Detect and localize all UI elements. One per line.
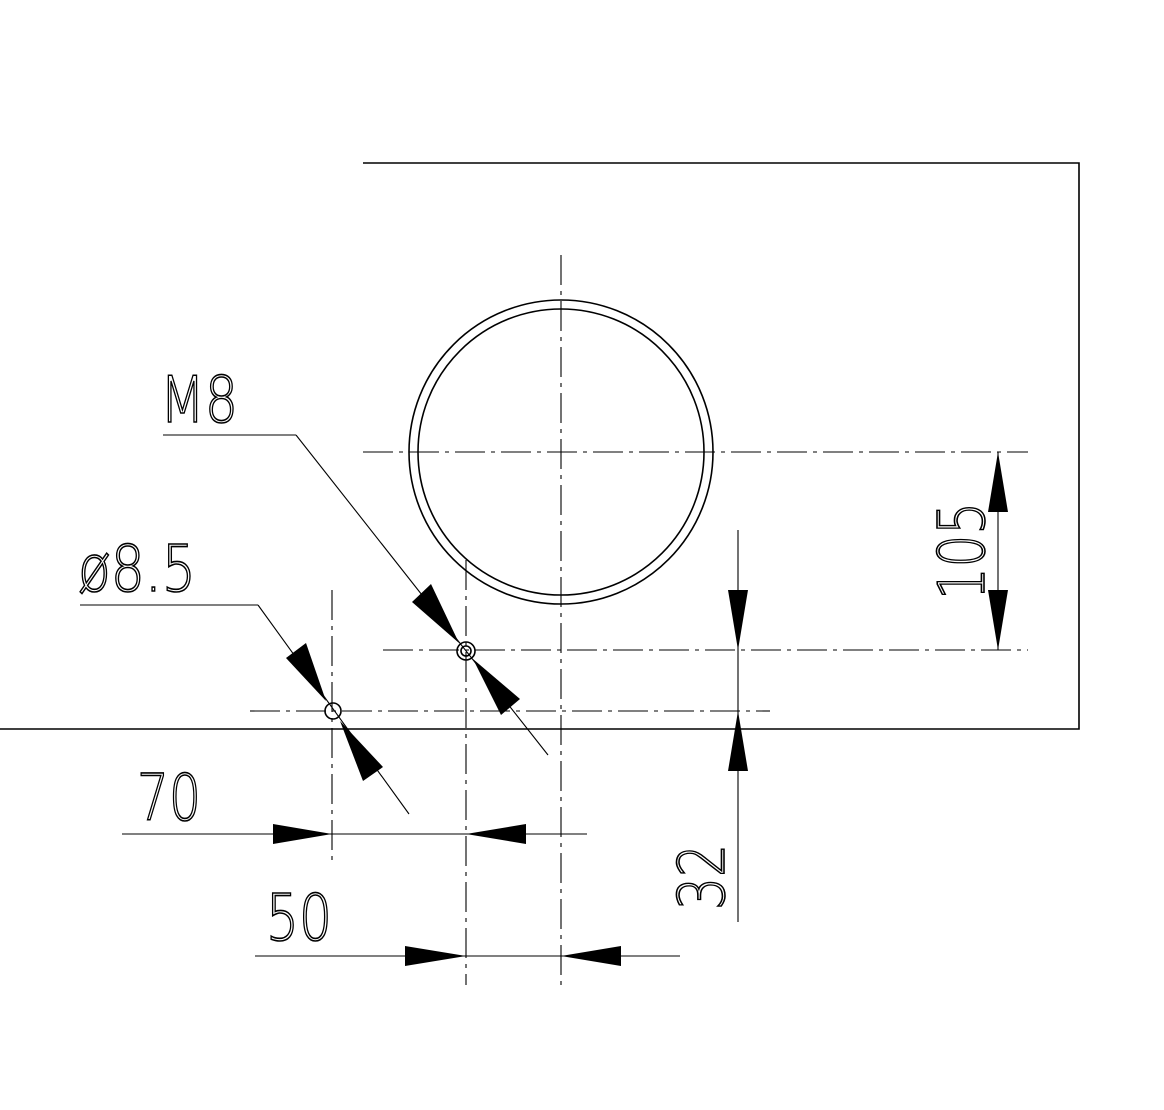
label-105: 105 [926,502,1000,600]
center-lines [250,255,1028,985]
dia-8-5-hole [324,702,342,720]
label-dia-8-5: ø8.5 [78,533,196,607]
label-70: 70 [137,762,201,836]
label-m8: M8 [160,364,238,438]
plate-outline [0,162,1080,730]
label-32: 32 [666,844,740,910]
dia-8-5-leader [80,604,410,815]
dim-32 [728,530,748,922]
dim-50 [255,946,680,966]
dim-105 [988,452,1008,650]
label-50: 50 [266,882,332,956]
m8-leader [163,434,549,756]
m8-hole [456,641,476,661]
dim-70 [122,824,587,844]
